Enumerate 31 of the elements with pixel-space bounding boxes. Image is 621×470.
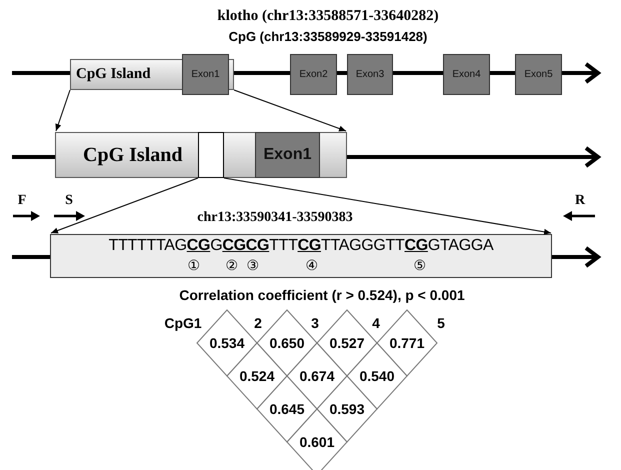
zoom-line [50,178,198,234]
exon-box: Exon1 [182,54,229,95]
column-label: 5 [437,315,445,331]
cpg-site-number: ③ [246,257,260,273]
zoom-line [224,178,552,235]
diagram-title: klotho (chr13:33588571-33640282) [217,8,439,25]
cpg-island-bar [55,132,347,178]
primer-label: S [65,193,73,209]
zoom-line [55,90,70,132]
exon-box: Exon2 [290,54,337,95]
column-label: 4 [372,315,380,331]
primer-label: R [574,193,586,209]
sequence-coordinates: chr13:33590341-33590383 [197,210,353,226]
exon-box: Exon4 [443,54,490,95]
zoom-line [234,90,346,132]
exon-box: Exon3 [347,54,393,95]
exon-box: Exon5 [515,54,562,95]
cpg-site-number: ① [188,257,200,273]
cpg-island-bar [70,54,234,95]
region-box [198,132,224,178]
region-label: CpG Island [83,144,182,166]
column-label: 2 [254,315,262,331]
exon-box: Exon1 [255,132,320,178]
region-label: CpG Island [76,66,151,83]
primer-label: F [18,193,26,209]
column-label: 3 [311,315,319,331]
cpg-site-number: ④ [306,257,318,273]
cpg-site-number: ⑤ [414,257,426,273]
chart-heading: Correlation coefficient (r > 0.524), p < 0.001 [179,287,465,303]
region-coordinates: CpG (chr13:33589929-33591428) [228,29,428,44]
cpg-site-number: ② [226,257,238,273]
